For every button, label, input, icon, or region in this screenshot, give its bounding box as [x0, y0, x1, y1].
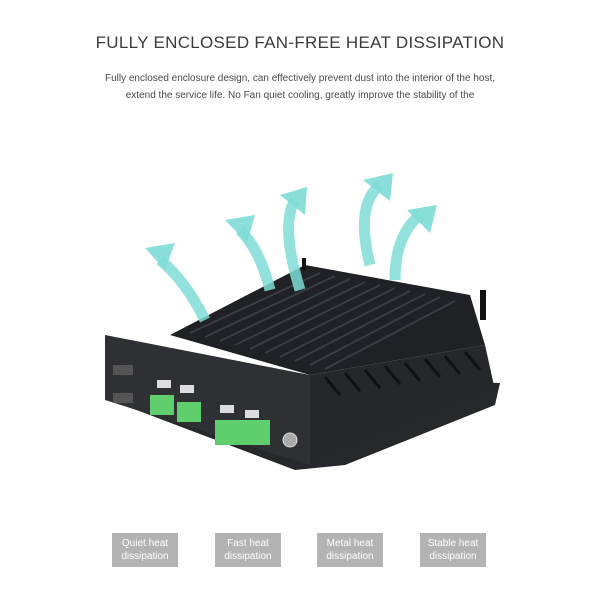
badge-fast-heat: Fast heat dissipation: [215, 533, 281, 567]
side-fins: [323, 351, 482, 396]
usb-port-icon: [245, 410, 259, 418]
badge-line: dissipation: [429, 551, 477, 562]
badge-line: Metal heat: [326, 538, 374, 549]
power-button-icon: [282, 432, 298, 448]
usb-port-icon: [220, 405, 234, 413]
terminal-block-icon: [215, 420, 270, 445]
badge-quiet-heat: Quiet heat dissipation: [112, 533, 178, 567]
badge-line: dissipation: [224, 551, 272, 562]
usb-port-icon: [157, 380, 171, 388]
description-text: Fully enclosed enclosure design, can eff…: [104, 73, 496, 101]
side-panel: [310, 345, 495, 465]
terminal-block-icon: [177, 402, 201, 422]
serial-port-icon: [113, 393, 133, 403]
badge-metal-heat: Metal heat dissipation: [317, 533, 383, 567]
antenna-icon: [480, 290, 486, 320]
product-image: [95, 165, 505, 495]
page-title: FULLY ENCLOSED FAN-FREE HEAT DISSIPATION: [95, 33, 505, 53]
serial-port-icon: [113, 365, 133, 375]
feature-badges: Quiet heat dissipation Fast heat dissipati…: [0, 533, 600, 567]
badge-line: Fast heat: [227, 538, 269, 549]
usb-port-icon: [180, 385, 194, 393]
antenna-icon: [302, 258, 306, 270]
badge-line: Quiet heat: [121, 538, 169, 549]
badge-line: Stable heat: [427, 538, 479, 549]
badge-stable-heat: Stable heat dissipation: [420, 533, 486, 567]
terminal-block-icon: [150, 395, 174, 415]
badge-line: dissipation: [121, 551, 169, 562]
badge-line: dissipation: [326, 551, 374, 562]
heat-flow-arrow-icon: [145, 173, 437, 270]
